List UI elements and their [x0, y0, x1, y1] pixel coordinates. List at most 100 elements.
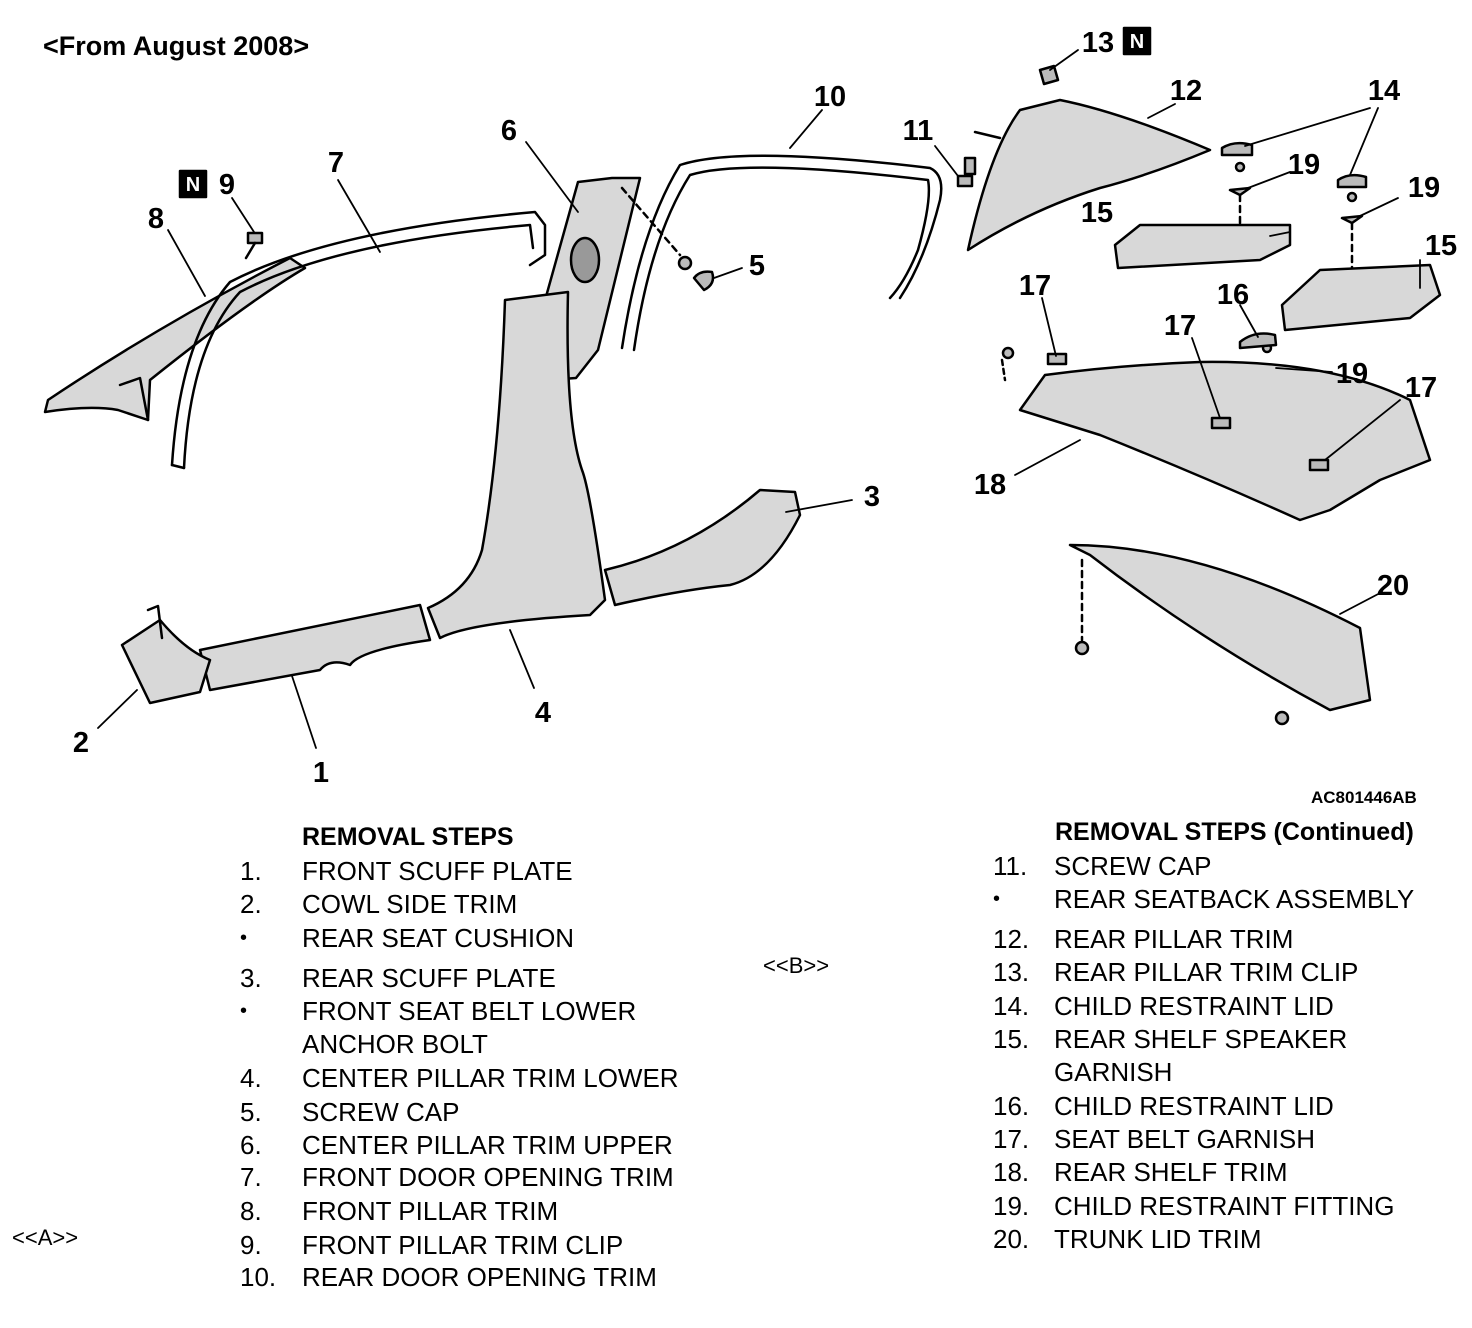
step-number: 12.	[993, 924, 1030, 954]
rear-scuff-plate-part	[603, 488, 802, 607]
trunk-lid-trim-part	[1068, 543, 1372, 726]
step-number: 6.	[240, 1130, 262, 1160]
removal-step: 10. REAR DOOR OPENING TRIM	[0, 1262, 1472, 1294]
step-number: 8.	[240, 1196, 262, 1226]
removal-step: ANCHOR BOLT	[0, 1029, 1472, 1061]
callout-19c: 19	[1336, 358, 1368, 390]
parts-diagram: N N 1 2 3 4 5 6 7 8 9 10 11 12 13 14 15 …	[43, 26, 1457, 789]
callout-17b: 17	[1164, 310, 1196, 342]
rear-pillar-trim-clip-part	[1038, 64, 1060, 86]
step-text: ANCHOR BOLT	[302, 1029, 488, 1059]
front-scuff-plate-part	[198, 603, 432, 692]
callout-13: 13	[1082, 27, 1114, 59]
step-number: 9.	[240, 1230, 262, 1260]
removal-step: 7.FRONT DOOR OPENING TRIM	[0, 1162, 1472, 1194]
step-number: 17.	[993, 1124, 1030, 1154]
removal-step: 2. COWL SIDE TRIM	[0, 889, 1472, 921]
callout-14: 14	[1368, 75, 1400, 107]
removal-step: 20.TRUNK LID TRIM	[0, 1224, 1472, 1256]
removal-step: 14. CHILD RESTRAINT LID	[0, 991, 1472, 1023]
removal-step: 11.SCREW CAP	[0, 851, 1472, 883]
new-part-badge-9: N	[178, 169, 208, 199]
step-number: 4.	[240, 1063, 262, 1093]
removal-step: 4. CENTER PILLAR TRIM LOWER	[0, 1063, 1472, 1095]
front-pillar-trim-part	[43, 256, 307, 422]
svg-text:N: N	[1130, 31, 1144, 53]
rear-shelf-trim-part	[1000, 346, 1432, 522]
removal-step: 15.REAR SHELF SPEAKER	[0, 1024, 1472, 1056]
screw-cap-rear-part	[956, 156, 977, 188]
child-restraint-lid-16-part	[1238, 332, 1278, 350]
step-text: SEAT BELT GARNISH	[1054, 1124, 1316, 1154]
removal-step: 8. FRONT PILLAR TRIM	[0, 1196, 1472, 1228]
page-title: <From August 2008>	[43, 31, 310, 61]
callout-numbers: 1 2 3 4 5 6 7 8 9 10 11 12 13 14 15 15 1…	[73, 27, 1457, 789]
step-text: CHILD RESTRAINT LID	[1054, 991, 1334, 1021]
step-text: CHILD RESTRAINT LID	[1054, 1091, 1334, 1121]
leader-lines	[97, 49, 1421, 749]
step-number: 10.	[240, 1262, 277, 1292]
removal-step: 18.REAR SHELF TRIM	[0, 1157, 1472, 1189]
step-number: •	[240, 1000, 248, 1022]
step-text: REAR SCUFF PLATE	[302, 963, 556, 993]
step-number: 19.	[993, 1191, 1030, 1221]
step-text: REAR PILLAR TRIM CLIP	[1054, 957, 1359, 987]
step-text: SCREW CAP	[302, 1097, 460, 1127]
callout-12: 12	[1170, 75, 1202, 107]
callout-18: 18	[974, 469, 1006, 501]
step-text: REAR SEAT CUSHION	[302, 923, 575, 953]
callout-2: 2	[73, 727, 89, 759]
callout-19a: 19	[1288, 149, 1320, 181]
callout-10: 10	[814, 81, 846, 113]
removal-steps-continued-title: REMOVAL STEPS (Continued)	[1055, 818, 1414, 846]
step-number: 14.	[993, 991, 1030, 1021]
removal-step: 6.CENTER PILLAR TRIM UPPER	[0, 1130, 1472, 1162]
callout-17c: 17	[1405, 372, 1437, 404]
removal-step: 16. CHILD RESTRAINT LID	[0, 1091, 1472, 1123]
step-number: 18.	[993, 1157, 1030, 1187]
removal-step: • REAR SEAT CUSHION	[0, 923, 1472, 955]
removal-steps-title: REMOVAL STEPS	[302, 823, 514, 851]
removal-step: 17. SEAT BELT GARNISH	[0, 1124, 1472, 1156]
removal-step: 13.REAR PILLAR TRIM CLIP	[0, 957, 1472, 989]
callout-15a: 15	[1081, 197, 1113, 229]
callout-19b: 19	[1408, 172, 1440, 204]
callout-15b: 15	[1425, 230, 1457, 262]
removal-step: 3. REAR SCUFF PLATE	[0, 963, 1472, 995]
removal-step: 1. FRONT SCUFF PLATE	[0, 856, 1472, 888]
new-part-badge-13: N	[1122, 26, 1152, 56]
cowl-side-trim-part	[120, 604, 212, 705]
callout-8: 8	[148, 203, 164, 235]
rear-pillar-trim-part	[966, 98, 1212, 252]
removal-step: •FRONT SEAT BELT LOWER	[0, 996, 1472, 1028]
callout-6: 6	[501, 115, 517, 147]
step-number: 16.	[993, 1091, 1030, 1121]
step-number: •	[993, 888, 1001, 910]
figure-code: AC801446AB	[1311, 788, 1417, 807]
step-number: •	[240, 927, 248, 949]
step-text: REAR SHELF SPEAKER	[1054, 1024, 1348, 1054]
step-number: 3.	[240, 963, 262, 993]
removal-step: GARNISH	[0, 1057, 1472, 1089]
screw-cap-part	[620, 186, 715, 292]
callout-1: 1	[313, 757, 329, 789]
step-text: CENTER PILLAR TRIM LOWER	[302, 1063, 679, 1093]
removal-step: • REAR SEATBACK ASSEMBLY	[0, 884, 1472, 916]
svg-text:N: N	[186, 174, 200, 196]
step-text: GARNISH	[1054, 1057, 1173, 1087]
step-text: REAR DOOR OPENING TRIM	[302, 1262, 657, 1292]
callout-4: 4	[535, 697, 551, 729]
step-text: FRONT PILLAR TRIM	[302, 1196, 559, 1226]
step-text: FRONT SCUFF PLATE	[302, 856, 573, 886]
callout-11: 11	[903, 115, 934, 147]
center-pillar-trim-lower-part	[426, 290, 607, 640]
step-text: REAR PILLAR TRIM	[1054, 924, 1294, 954]
step-text: REAR SEATBACK ASSEMBLY	[1054, 884, 1415, 914]
step-number: 2.	[240, 889, 262, 919]
step-text: COWL SIDE TRIM	[302, 889, 518, 919]
step-number: 1.	[240, 856, 262, 886]
callout-3: 3	[864, 481, 880, 513]
step-number: 7.	[240, 1162, 262, 1192]
front-pillar-trim-clip-part	[244, 231, 264, 260]
front-door-opening-trim-part	[170, 210, 547, 470]
